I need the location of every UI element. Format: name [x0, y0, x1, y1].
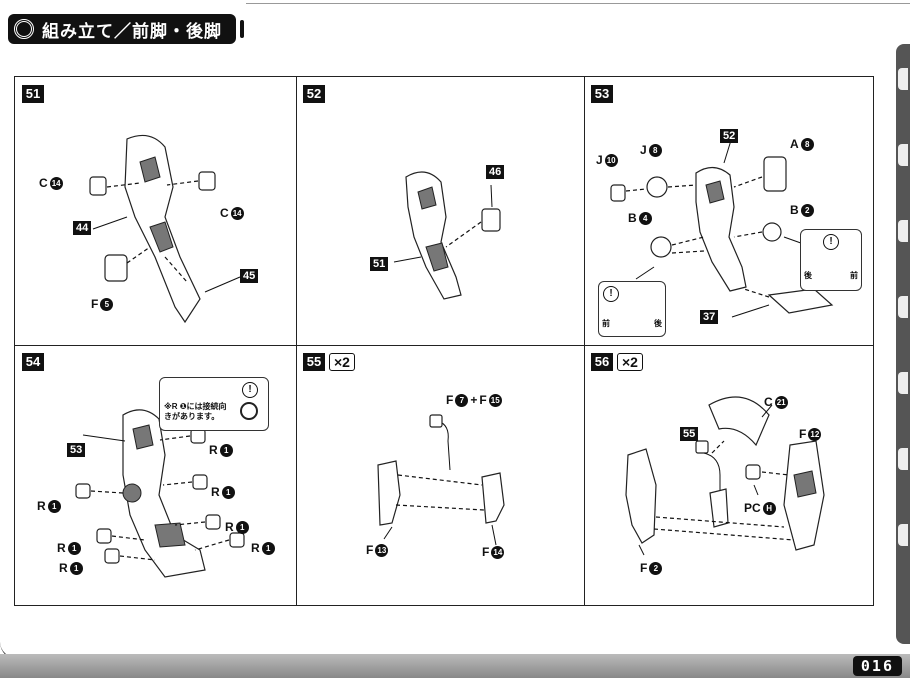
- step-number: 54: [22, 353, 44, 371]
- part-number-badge: 12: [808, 427, 822, 441]
- part-number-badge: 7: [455, 393, 469, 407]
- quantity-multiplier: ×2: [617, 353, 643, 371]
- step-55-diagram: [377, 414, 505, 546]
- step-number: 56: [591, 353, 613, 371]
- quantity-multiplier: ×2: [329, 353, 355, 371]
- part-number-badge: 14: [49, 176, 63, 190]
- step-56-diagram: [625, 396, 825, 556]
- part-number-badge: 8: [800, 137, 814, 151]
- part-number-badge: 2: [649, 561, 663, 575]
- part-tag: 44: [73, 221, 92, 235]
- part-number-badge: 1: [69, 561, 83, 575]
- part-number-badge: 13: [375, 543, 389, 557]
- section-header: 組み立て／前脚・後脚: [8, 14, 244, 44]
- part-number-badge: 5: [100, 297, 114, 311]
- step-52-diagram: [393, 171, 501, 300]
- part-number-badge: 2: [800, 203, 814, 217]
- warning-icon: !: [823, 234, 839, 250]
- step-54-diagram: [75, 409, 245, 578]
- warning-icon: !: [242, 382, 258, 398]
- step-51-diagram: [89, 134, 241, 324]
- part-number-badge: 1: [261, 541, 275, 555]
- part-tag: 51: [370, 257, 389, 271]
- part-tag: 37: [700, 310, 719, 324]
- gear-icon: [14, 19, 34, 39]
- side-index-tabs: [896, 44, 910, 644]
- orientation-note-left: ! 前 後: [598, 281, 666, 337]
- part-number-badge: H: [762, 501, 776, 515]
- part-number-badge: 1: [235, 520, 249, 534]
- part-number-badge: 21: [774, 395, 788, 409]
- part-number-badge: 15: [488, 393, 502, 407]
- part-number-badge: 8: [648, 143, 662, 157]
- part-tag: 46: [486, 165, 505, 179]
- part-tag: 45: [240, 269, 259, 283]
- top-rule: [246, 3, 910, 4]
- part-number-badge: 1: [219, 443, 233, 457]
- part-number-badge: 14: [491, 545, 505, 559]
- section-title: 組み立て／前脚・後脚: [42, 21, 222, 42]
- footer-band: [0, 654, 910, 678]
- part-number-badge: 1: [67, 541, 81, 555]
- warning-icon: !: [603, 286, 619, 302]
- step-number: 55: [303, 353, 325, 371]
- part-number-badge: 14: [230, 206, 244, 220]
- step-52-panel: 52 46 51: [296, 77, 584, 345]
- step-number: 51: [22, 85, 44, 103]
- orientation-note-right: ! 後 前: [800, 229, 862, 291]
- part-tag: 55: [680, 427, 699, 441]
- step-number: 53: [591, 85, 613, 103]
- part-number-badge: 1: [221, 485, 235, 499]
- part-number-badge: 4: [638, 211, 652, 225]
- part-tag: 52: [720, 129, 739, 143]
- page-number: 016: [852, 656, 902, 676]
- part-tag: 53: [67, 443, 86, 457]
- ring-icon: [240, 402, 258, 420]
- part-number-badge: 10: [604, 153, 618, 167]
- connection-note: ※R ❶には接続向きがあります。 !: [159, 377, 269, 431]
- part-number-badge: 1: [47, 499, 61, 513]
- step-number: 52: [303, 85, 325, 103]
